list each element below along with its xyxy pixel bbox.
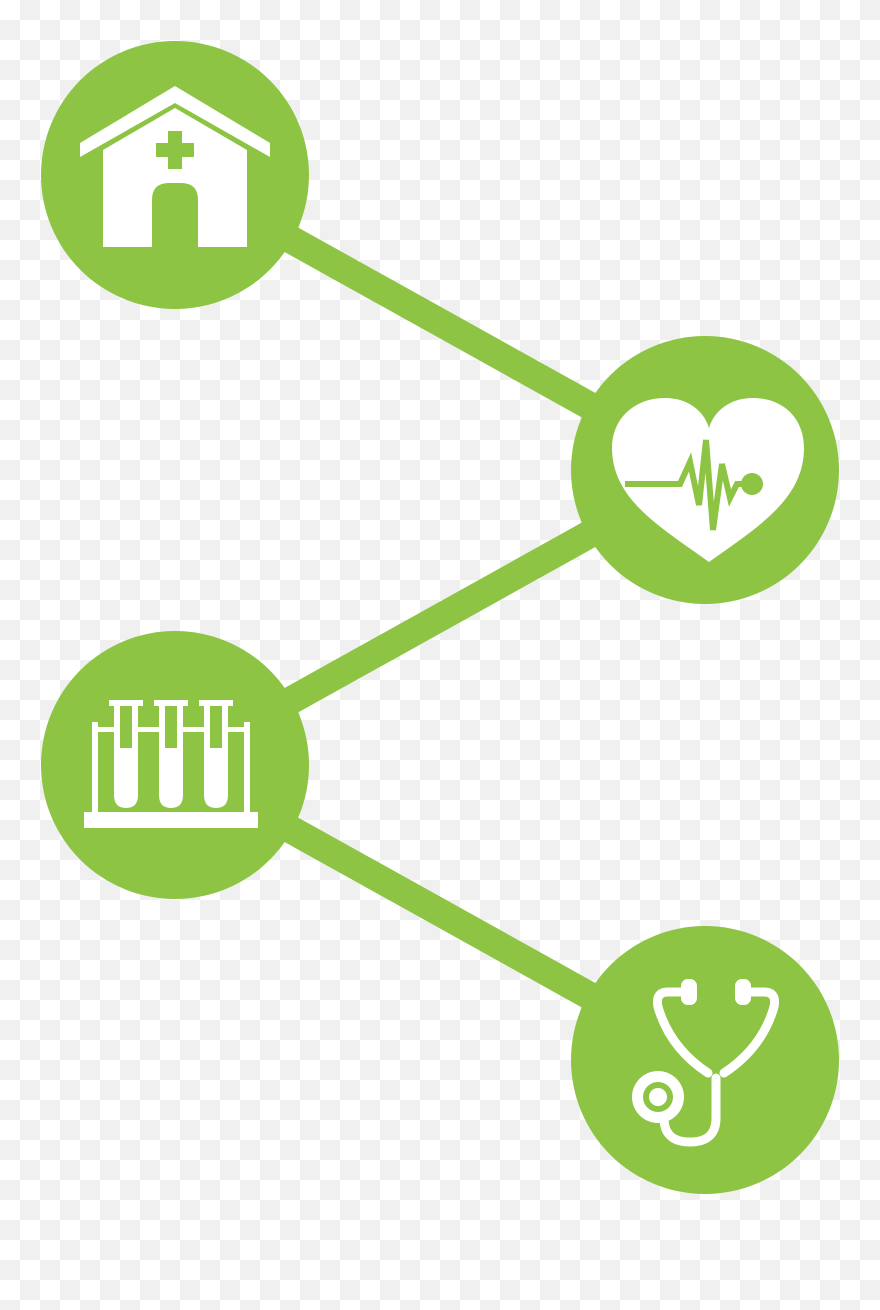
- node-stethoscope: [571, 926, 839, 1194]
- stethoscope-icon: [632, 979, 779, 1147]
- hospital-icon: [80, 86, 270, 247]
- node-hospital: [41, 41, 309, 309]
- test-tubes-icon: [84, 700, 258, 828]
- heartbeat-icon: [612, 398, 804, 562]
- node-test-tubes: [41, 631, 309, 899]
- node-heartbeat: [571, 336, 839, 604]
- connectors: [168, 162, 712, 1073]
- node-circle: [571, 926, 839, 1194]
